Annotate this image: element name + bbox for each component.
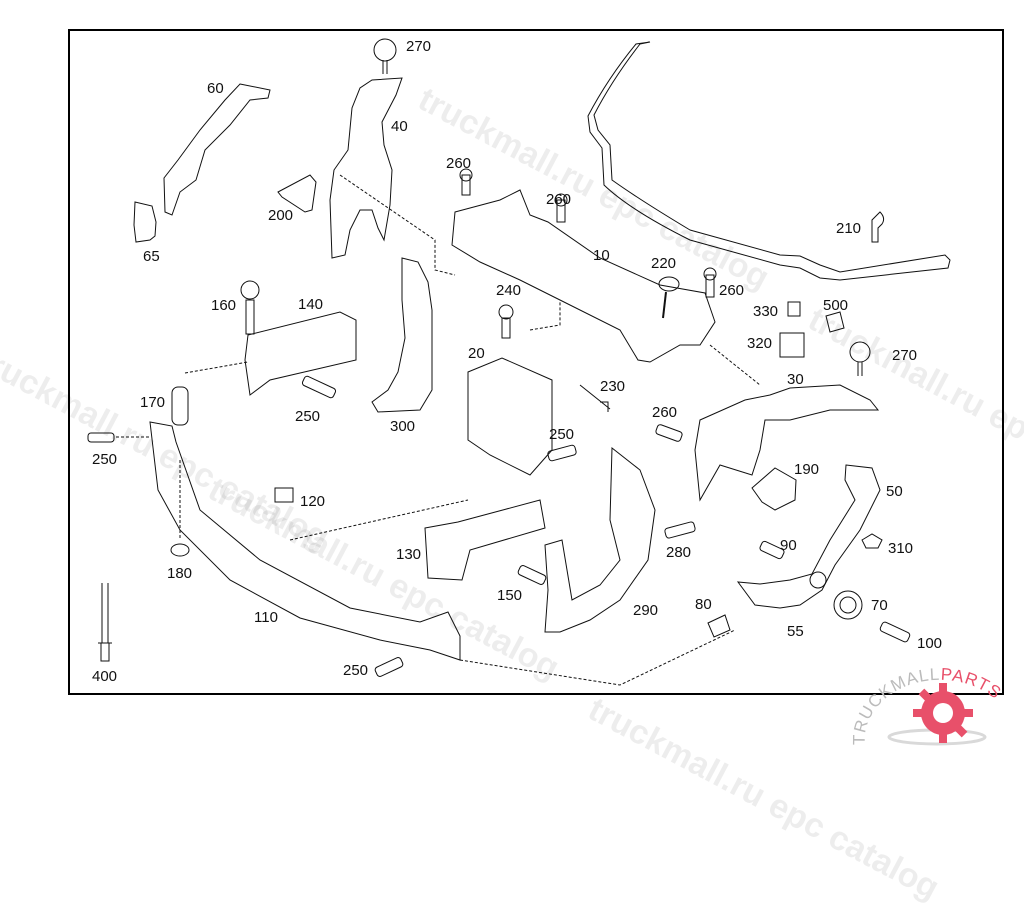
- callout-260[interactable]: 260: [546, 191, 572, 208]
- callout-270[interactable]: 270: [892, 347, 918, 364]
- callout-120[interactable]: 120: [300, 493, 326, 510]
- part-110-crossbar[interactable]: [149, 386, 461, 661]
- diagram-frame: [68, 29, 1004, 695]
- part-130-bracket[interactable]: [424, 499, 546, 581]
- callout-310[interactable]: 310: [888, 540, 914, 557]
- part-190-bracket[interactable]: [751, 467, 797, 511]
- callout-65[interactable]: 65: [143, 248, 160, 265]
- truckmall-parts-logo: TRUCKMALLPARTS: [845, 655, 1024, 750]
- callout-290[interactable]: 290: [633, 602, 659, 619]
- part-30-bracket[interactable]: [694, 341, 880, 502]
- callout-40[interactable]: 40: [391, 118, 408, 135]
- gear-icon: [913, 683, 973, 743]
- callout-320[interactable]: 320: [747, 335, 773, 352]
- part-290-bracket[interactable]: [544, 446, 656, 633]
- callout-130[interactable]: 130: [396, 546, 422, 563]
- callout-80[interactable]: 80: [695, 596, 712, 613]
- callout-500[interactable]: 500: [823, 297, 849, 314]
- callout-330[interactable]: 330: [753, 303, 779, 320]
- part-40-pillar[interactable]: [329, 38, 403, 259]
- leader-lines: [116, 174, 761, 686]
- callout-280[interactable]: 280: [666, 544, 692, 561]
- callout-250[interactable]: 250: [549, 426, 575, 443]
- callout-260[interactable]: 260: [652, 404, 678, 421]
- callout-400[interactable]: 400: [92, 668, 118, 685]
- callout-300[interactable]: 300: [390, 418, 416, 435]
- callout-170[interactable]: 170: [140, 394, 166, 411]
- callout-260[interactable]: 260: [719, 282, 745, 299]
- part-300-bracket[interactable]: [371, 257, 433, 413]
- exploded-parts-drawing: [87, 38, 951, 686]
- callout-70[interactable]: 70: [871, 597, 888, 614]
- callout-210[interactable]: 210: [836, 220, 862, 237]
- callout-220[interactable]: 220: [651, 255, 677, 272]
- callout-230[interactable]: 230: [600, 378, 626, 395]
- callout-260[interactable]: 260: [446, 155, 472, 172]
- callout-55[interactable]: 55: [787, 623, 804, 640]
- part-400-rivet[interactable]: [98, 583, 112, 662]
- callout-150[interactable]: 150: [497, 587, 523, 604]
- callout-190[interactable]: 190: [794, 461, 820, 478]
- callout-50[interactable]: 50: [886, 483, 903, 500]
- callout-100[interactable]: 100: [917, 635, 943, 652]
- part-140-bracket[interactable]: [240, 280, 357, 396]
- callout-250[interactable]: 250: [295, 408, 321, 425]
- callout-270[interactable]: 270: [406, 38, 432, 55]
- callout-240[interactable]: 240: [496, 282, 522, 299]
- callout-90[interactable]: 90: [780, 537, 797, 554]
- part-210-seal-strip[interactable]: [587, 41, 951, 281]
- callout-200[interactable]: 200: [268, 207, 294, 224]
- callout-250[interactable]: 250: [92, 451, 118, 468]
- part-10-cross-member[interactable]: [451, 168, 717, 363]
- callout-180[interactable]: 180: [167, 565, 193, 582]
- part-50-arm[interactable]: [707, 464, 881, 638]
- part-200-bracket[interactable]: [277, 174, 317, 213]
- callout-140[interactable]: 140: [298, 296, 324, 313]
- callout-30[interactable]: 30: [787, 371, 804, 388]
- callout-60[interactable]: 60: [207, 80, 224, 97]
- part-60-strut[interactable]: [133, 83, 271, 243]
- callout-110[interactable]: 110: [254, 609, 278, 626]
- part-20-bracket[interactable]: [467, 304, 553, 476]
- fasteners: [87, 301, 911, 677]
- callout-160[interactable]: 160: [211, 297, 237, 314]
- callout-250[interactable]: 250: [343, 662, 369, 679]
- callout-20[interactable]: 20: [468, 345, 485, 362]
- callout-10[interactable]: 10: [593, 247, 610, 264]
